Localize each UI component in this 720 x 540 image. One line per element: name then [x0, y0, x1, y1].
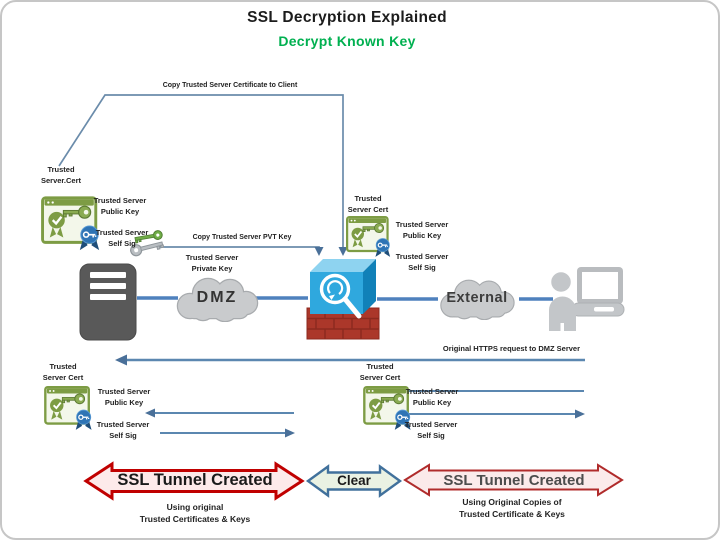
clear-label: Clear [337, 473, 371, 488]
ssl-tunnel-left-caption: Using original Trusted Certificates & Ke… [139, 502, 251, 525]
bottom-right-cert-label: Trusted Server Cert [359, 362, 401, 382]
self-sig-medal-icon [75, 409, 92, 430]
user-body-icon [549, 296, 576, 331]
rosette-badge-icon [369, 398, 383, 413]
rosette-badge-icon [351, 227, 365, 241]
certificate-icon [41, 196, 100, 251]
external-cloud-icon [440, 279, 515, 320]
public-key-icon [62, 205, 92, 219]
ssl-tunnel-right-caption: Using Original Copies of Trusted Certifi… [459, 497, 565, 520]
server-icon [79, 263, 137, 341]
copy-cert-annotation: Copy Trusted Server Certificate to Clien… [162, 82, 298, 89]
ssl-tunnel-left-label: SSL Tunnel Created [117, 471, 273, 489]
user-computer-icon [549, 267, 625, 331]
copy-pvt-annotation: Copy Trusted Server PVT Key [192, 234, 292, 241]
rosette-badge-icon [50, 398, 64, 413]
certificate-icon [346, 216, 391, 257]
bottom-left-public-key-label: Trusted Server Public Key [97, 387, 151, 407]
bottom-left-cert-label: Trusted Server Cert [42, 362, 84, 382]
bottom-left-self-sig-label: Trusted Server Self Sig [96, 420, 150, 440]
external-label: External [446, 290, 508, 306]
private-key-label: Trusted Server Private Key [185, 253, 239, 273]
green-key-icon [134, 230, 163, 244]
page-title: SSL Decryption Explained [247, 9, 447, 26]
public-key-icon [380, 393, 405, 405]
ssl-tunnel-right-label: SSL Tunnel Created [443, 472, 585, 489]
mid-right-public-key-label: Trusted Server Public Key [395, 220, 449, 240]
copy-pvt-connector-line [159, 246, 320, 248]
rosette-badge-icon [48, 211, 65, 229]
self-sig-medal-icon [375, 238, 391, 257]
mid-right-self-sig-label: Trusted Server Self Sig [395, 252, 449, 272]
https-request-arrowhead [115, 354, 127, 366]
top-left-cert-label: Trusted Server.Cert [40, 165, 82, 185]
dmz-label: DMZ [196, 289, 238, 306]
self-sig-medal-icon [79, 225, 100, 251]
key-pair-icon [130, 230, 165, 257]
self-sig-medal-icon [394, 409, 411, 430]
public-key-icon [61, 393, 86, 405]
bottom-right-public-key-label: Trusted Server Public Key [405, 387, 459, 407]
bl-self-sig-arrowhead [285, 428, 295, 438]
page-subtitle: Decrypt Known Key [278, 33, 416, 49]
firewall-icon [306, 259, 380, 340]
public-key-icon [362, 223, 385, 234]
certificate-icon [363, 385, 411, 430]
magnifier-icon [319, 273, 362, 319]
br-self-sig-arrowhead [575, 409, 585, 419]
mid-right-cert-label: Trusted Server Cert [347, 194, 389, 214]
top-left-self-sig-label: Trusted Server Self Sig [95, 228, 149, 248]
user-head-icon [549, 270, 573, 294]
certificate-icon [44, 385, 92, 430]
bl-public-key-arrowhead [145, 408, 155, 418]
gray-key-icon [130, 241, 165, 257]
dmz-cloud-icon [176, 277, 259, 322]
top-left-public-key-label: Trusted Server Public Key [93, 196, 147, 216]
bottom-right-self-sig-label: Trusted Server Self Sig [404, 420, 458, 440]
https-request-annotation: Original HTTPS request to DMZ Server [442, 344, 580, 353]
